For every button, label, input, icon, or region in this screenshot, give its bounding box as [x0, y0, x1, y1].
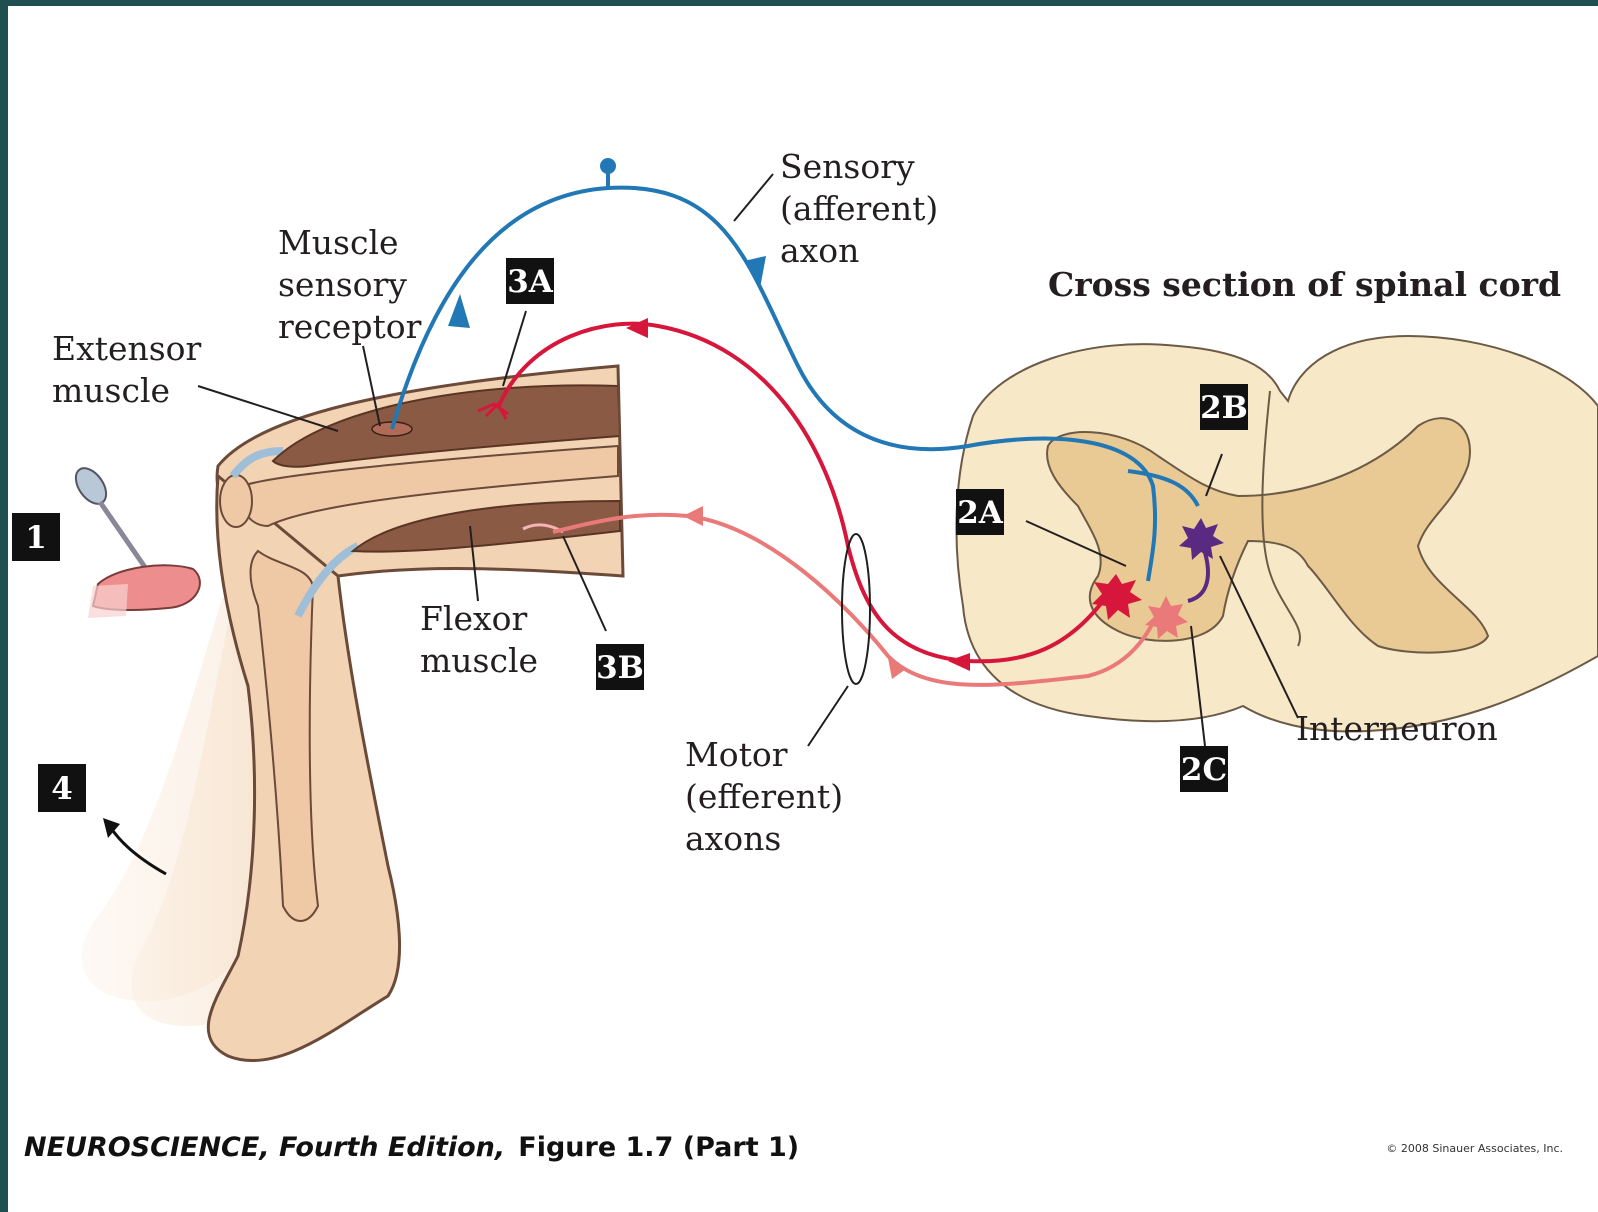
- extensor-muscle-label: Extensor muscle: [52, 329, 212, 410]
- reflex-diagram: Muscle sensory receptor Extensor muscle …: [8, 6, 1598, 1212]
- svg-text:1: 1: [25, 520, 47, 556]
- tag-2c: 2C: [1180, 746, 1228, 792]
- svg-text:2A: 2A: [957, 495, 1004, 531]
- reflex-hammer: [70, 463, 200, 618]
- svg-text:2C: 2C: [1181, 752, 1227, 788]
- tag-2b: 2B: [1200, 384, 1248, 430]
- tag-2a: 2A: [956, 489, 1004, 535]
- figure-caption: NEUROSCIENCE, Fourth Edition, Figure 1.7…: [24, 1132, 799, 1163]
- figure-page: Muscle sensory receptor Extensor muscle …: [8, 6, 1598, 1212]
- sensory-axon-label: Sensory (afferent) axon: [780, 147, 949, 270]
- svg-text:3A: 3A: [507, 264, 554, 300]
- flexor-muscle-label: Flexor muscle: [420, 599, 538, 680]
- svg-text:4: 4: [51, 771, 73, 807]
- tag-4: 4: [38, 764, 86, 812]
- tag-1: 1: [12, 513, 60, 561]
- cross-section-title: Cross section of spinal cord: [1048, 265, 1561, 304]
- tag-3b: 3B: [596, 644, 644, 690]
- muscle-sensory-receptor-label: Muscle sensory receptor: [278, 223, 422, 346]
- interneuron-label: Interneuron: [1296, 709, 1498, 748]
- svg-text:3B: 3B: [596, 650, 644, 686]
- copyright-notice: © 2008 Sinauer Associates, Inc.: [1386, 1142, 1563, 1155]
- motor-axons-label: Motor (efferent) axons: [685, 735, 854, 858]
- tag-3a: 3A: [506, 258, 554, 304]
- leg-illustration: [82, 366, 623, 1061]
- svg-text:2B: 2B: [1200, 390, 1248, 426]
